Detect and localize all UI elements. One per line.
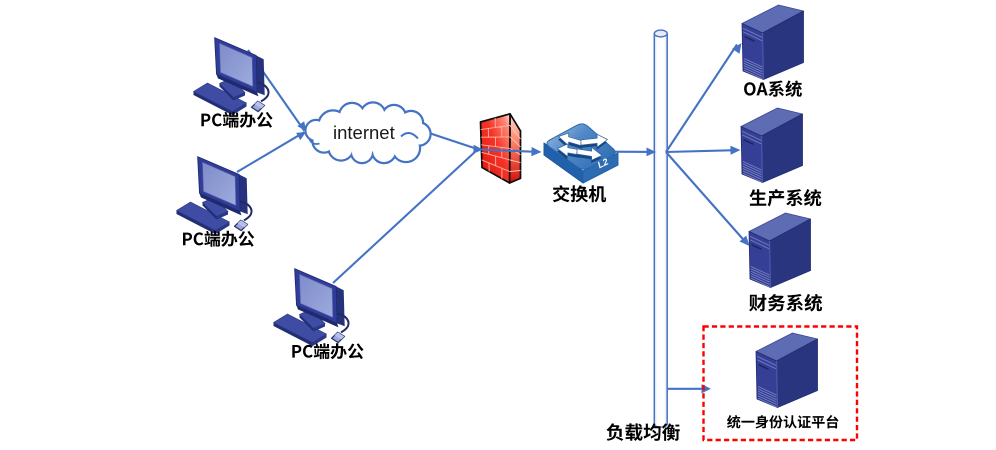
svg-text:L2: L2 <box>596 156 611 170</box>
svg-text:internet: internet <box>333 122 395 143</box>
